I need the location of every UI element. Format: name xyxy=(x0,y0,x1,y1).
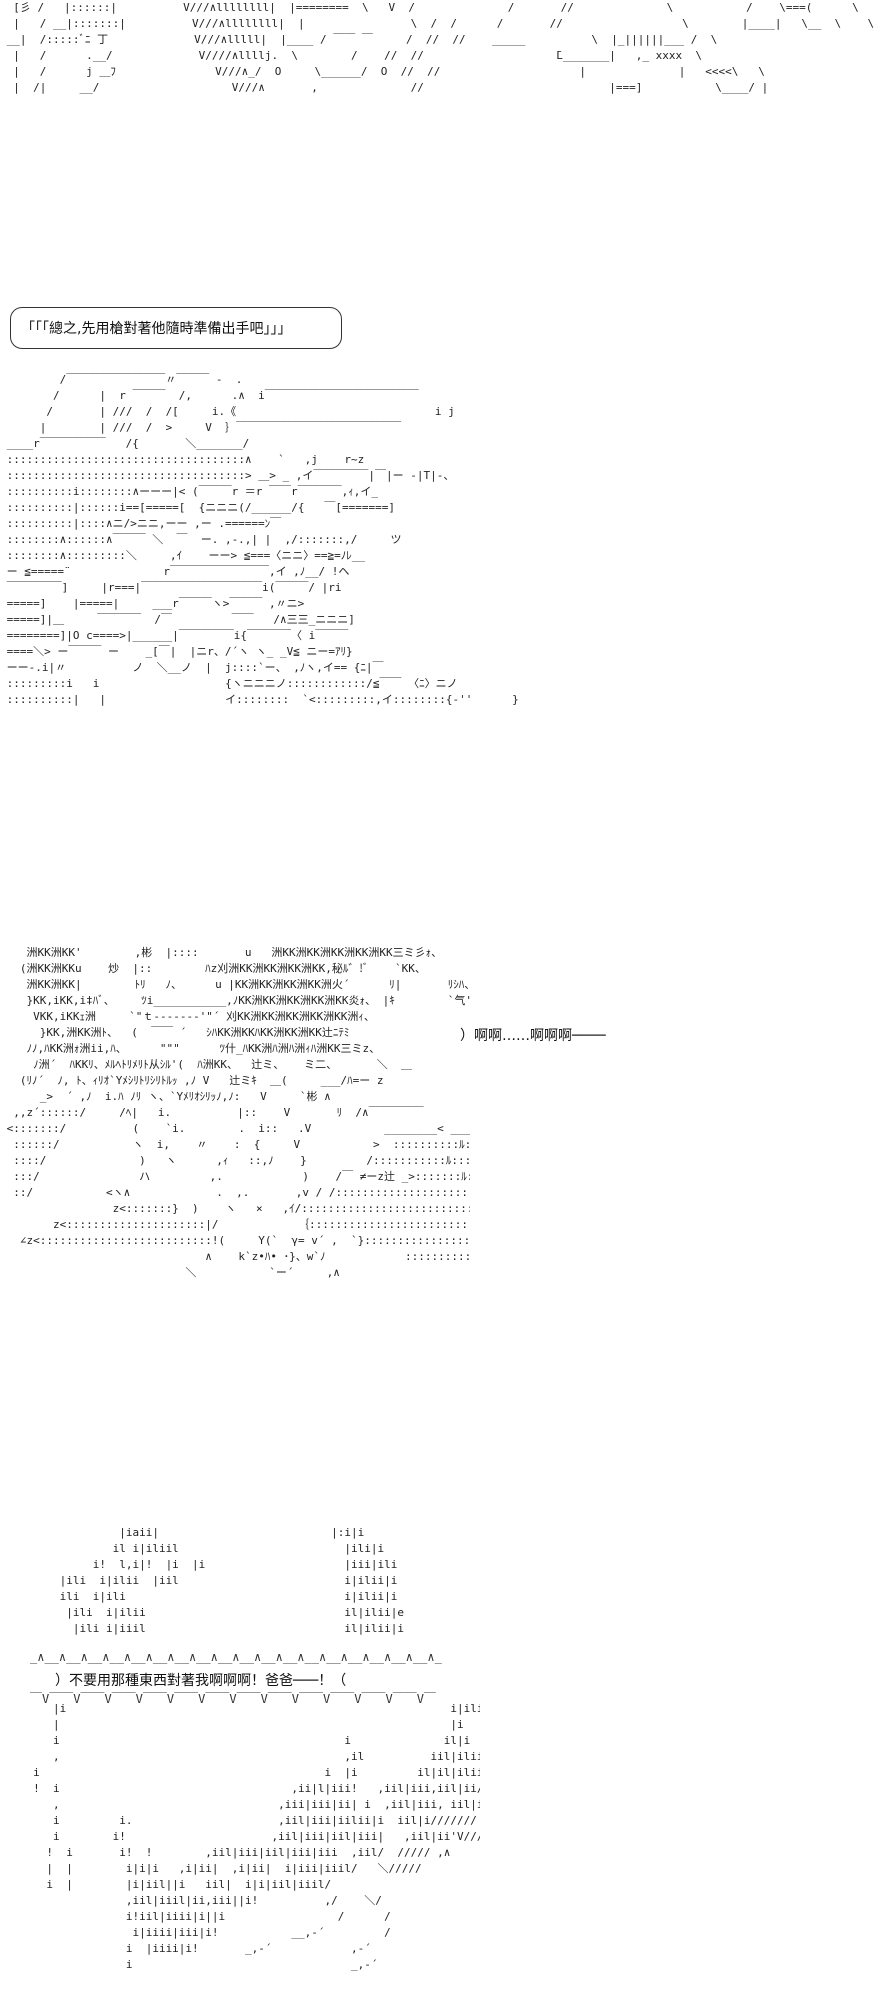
ascii-art-panel-rifle: /￣￣￣￣￣￣￣￣￣〃￣￣￣ - . / | r ￣￣￣ /, .∧ i￣￣￣￣… xyxy=(6,373,520,706)
ascii-art-panel-top: [彡 / |::::::| V///∧llllllll| |======== \… xyxy=(6,1,875,94)
speech-text-2: ）啊啊……啊啊啊──── xyxy=(460,1028,606,1044)
ascii-art-panel-bottom: |iaii| |:i|i il i|iliil |ili|i i! l,i|! … xyxy=(33,1526,480,1971)
ascii-art-panel-character: 洲KK洲KK' ,彬 |:::: u 洲KK洲KK洲KK洲KK洲KK三ミ彡ｫ、 … xyxy=(6,946,470,1279)
speech-bubble-scallop-bottom: ￣V￣￣V￣￣V￣￣V￣￣V￣￣V￣￣V￣￣V￣￣V￣￣V￣￣V￣￣V￣￣V￣ xyxy=(30,1692,436,1706)
speech-text-3: ）不要用那種東西對著我啊啊啊！爸爸───！（ xyxy=(55,1673,347,1689)
speech-text-1: 「「「總之,先用槍對著他隨時準備出手吧」」」 xyxy=(21,321,292,337)
speech-bubble-scallop-top: _∧__∧__∧__∧__∧__∧__∧__∧__∧__∧__∧__∧__∧__… xyxy=(30,1650,442,1664)
speech-bubble-1: 「「「總之,先用槍對著他隨時準備出手吧」」」 xyxy=(10,307,342,349)
